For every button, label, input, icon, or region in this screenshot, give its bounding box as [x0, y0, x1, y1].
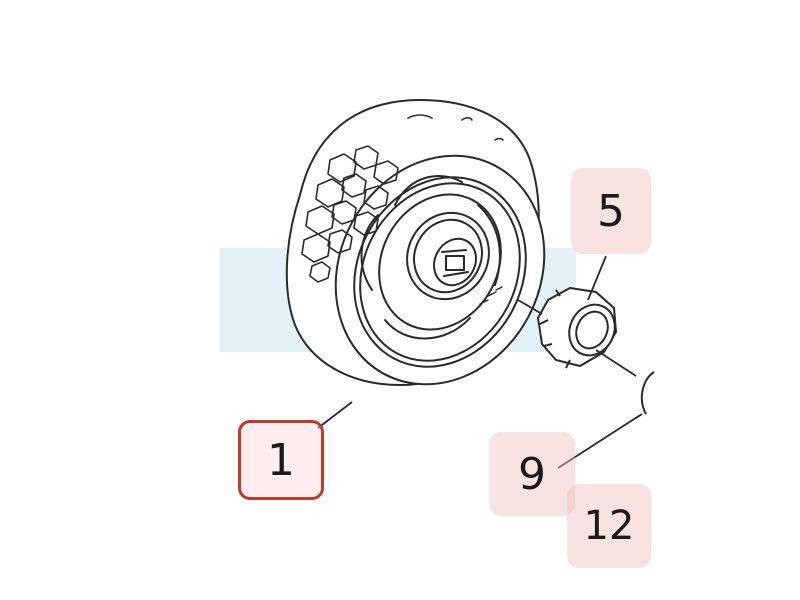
locknut-drawing	[537, 287, 617, 369]
rim-inner	[378, 193, 502, 331]
leader-line-1	[317, 401, 353, 429]
leader-line-5	[587, 255, 607, 301]
leader-line-5b	[595, 349, 637, 377]
callout-12-washer[interactable]: 12	[567, 484, 651, 568]
callout-1-wheel[interactable]: 1	[238, 420, 324, 500]
tread-pattern	[301, 114, 504, 283]
leader-line-wheel	[517, 299, 543, 315]
cap-drawing	[640, 371, 655, 415]
callout-5-locknut[interactable]: 5	[571, 168, 651, 254]
callout-9-cap[interactable]: 9	[489, 432, 575, 516]
hub-bore	[433, 237, 477, 287]
leader-line-9	[557, 413, 643, 469]
leader-lines	[317, 255, 643, 469]
wheel-drawing	[285, 99, 546, 386]
